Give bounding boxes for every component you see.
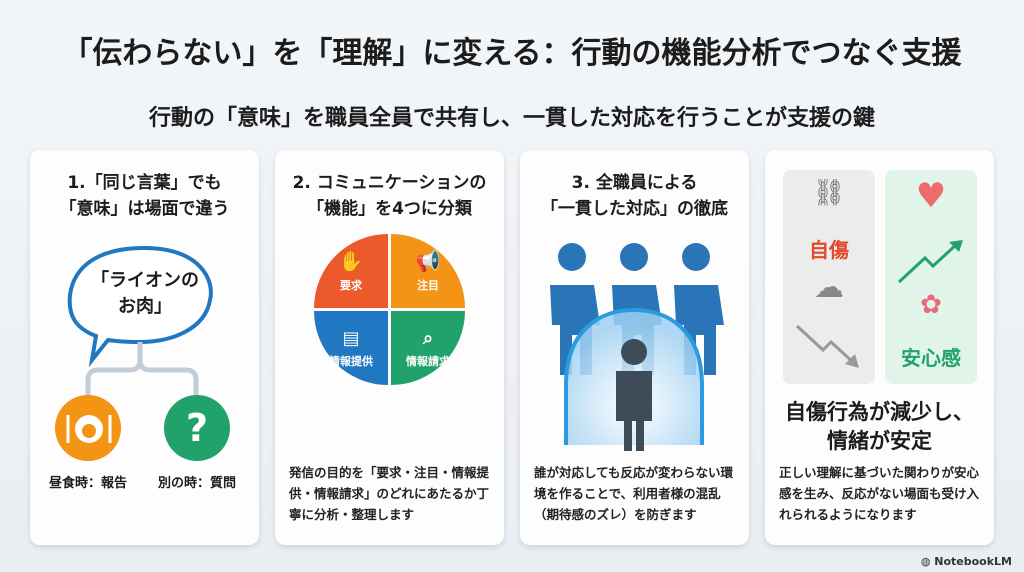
bubble-line: お肉」 (118, 296, 172, 317)
svg-text:?: ? (186, 406, 208, 450)
hand-icon: ✋ (338, 249, 364, 273)
card-functions: 2. コミュニケーションの「機能」を4つに分類 ✋ 要求 📢 注目 ▤ 情報提供 ⌕ 情… (275, 150, 504, 545)
heading-line: 「機能」を4つに分類 (307, 199, 472, 219)
footer-text: NotebookLM (934, 555, 1012, 568)
result-heading: 自傷行為が減少し、情緒が安定 (765, 398, 994, 456)
result-line: 情緒が安定 (827, 429, 932, 453)
speech-bubble-text: 「ライオンのお肉」 (80, 268, 210, 320)
notebooklm-logo-icon: ◍ (920, 555, 935, 568)
before-label: 自傷 (809, 238, 849, 262)
document-icon: ▤ (342, 327, 360, 349)
page-subtitle: 行動の「意味」を職員全員で共有し、一貫した対応を行うことが支援の鍵 (148, 106, 875, 131)
staff-shield-illustration (550, 243, 724, 451)
meal-icon (55, 395, 121, 461)
card-same-words: 1.「同じ言葉」でも「意味」は場面で違う 「ライオンのお肉」 ? 昼食時：報告 … (30, 150, 259, 545)
page-title: 「伝わらない」を「理解」に変える：行動の機能分析でつなぐ支援 (62, 36, 962, 71)
heading-line: 「一貫した対応」の徹底 (541, 199, 728, 219)
quadrant-info-giving: ▤ 情報提供 (314, 311, 388, 385)
up-trend-icon (897, 240, 963, 284)
quadrant-label: 情報請求 (406, 354, 450, 368)
card-body-text: 正しい理解に基づいた関わりが安心感を生み、反応がない場面も受け入れられるようにな… (779, 465, 980, 522)
broken-chain-icon: ⛓ (812, 178, 846, 208)
heading-line: 2. コミュニケーションの (292, 173, 487, 193)
question-icon: ? (164, 395, 230, 461)
card-heading: 1.「同じ言葉」でも「意味」は場面で違う (30, 170, 259, 222)
quadrant-request: ✋ 要求 (314, 234, 388, 308)
quadrant-label: 情報提供 (329, 354, 373, 368)
heading-line: 1.「同じ言葉」でも (67, 173, 222, 193)
result-line: 自傷行為が減少し、 (785, 400, 974, 424)
down-trend-icon (795, 324, 859, 368)
after-label: 安心感 (901, 346, 961, 370)
before-panel: ⛓ 自傷 ☁ (783, 170, 875, 384)
flower-icon: ✿ (920, 290, 942, 320)
heading-line: 「意味」は場面で違う (59, 199, 230, 219)
after-panel: ♥ ✿ 安心感 (885, 170, 977, 384)
quadrant-label: 注目 (417, 279, 439, 292)
card-consistency: 3. 全職員による「一貫した対応」の徹底 誰が対応しても反応が変わらない環境を作… (520, 150, 749, 545)
bubble-line: 「ライオンの (91, 270, 199, 291)
branch-label-lunch: 昼食時：報告 (48, 476, 127, 491)
card-heading: 2. コミュニケーションの「機能」を4つに分類 (275, 170, 504, 222)
heading-line: 3. 全職員による (571, 173, 698, 193)
quadrant-label: 要求 (340, 279, 362, 292)
card-heading: 3. 全職員による「一貫した対応」の徹底 (520, 170, 749, 222)
card-outcome: ⛓ 自傷 ☁ ♥ ✿ 安心感 自傷行為が減少し、情緒が安定 正しい理解に基づいた… (765, 150, 994, 545)
speech-bubble-tree (67, 245, 213, 405)
card-body-text: 発信の目的を「要求・注目・情報提供・情報請求」のどれにあたるか丁寧に分析・整理し… (289, 465, 490, 522)
quadrant-info-request: ⌕ 情報請求 (391, 311, 465, 385)
card-body-text: 誰が対応しても反応が変わらない環境を作ることで、利用者様の混乱（期待感のズレ）を… (534, 465, 734, 522)
branch-label-other: 別の時：質問 (157, 476, 236, 491)
storm-cloud-icon: ☁ (814, 270, 844, 305)
magnifier-icon: ⌕ (422, 327, 434, 349)
megaphone-icon: 📢 (415, 249, 441, 273)
user-figure (616, 339, 652, 451)
smiling-heart-icon: ♥ (915, 176, 947, 216)
quadrant-attention: 📢 注目 (391, 234, 465, 308)
footer-brand: ◍ NotebookLM (921, 555, 1012, 568)
